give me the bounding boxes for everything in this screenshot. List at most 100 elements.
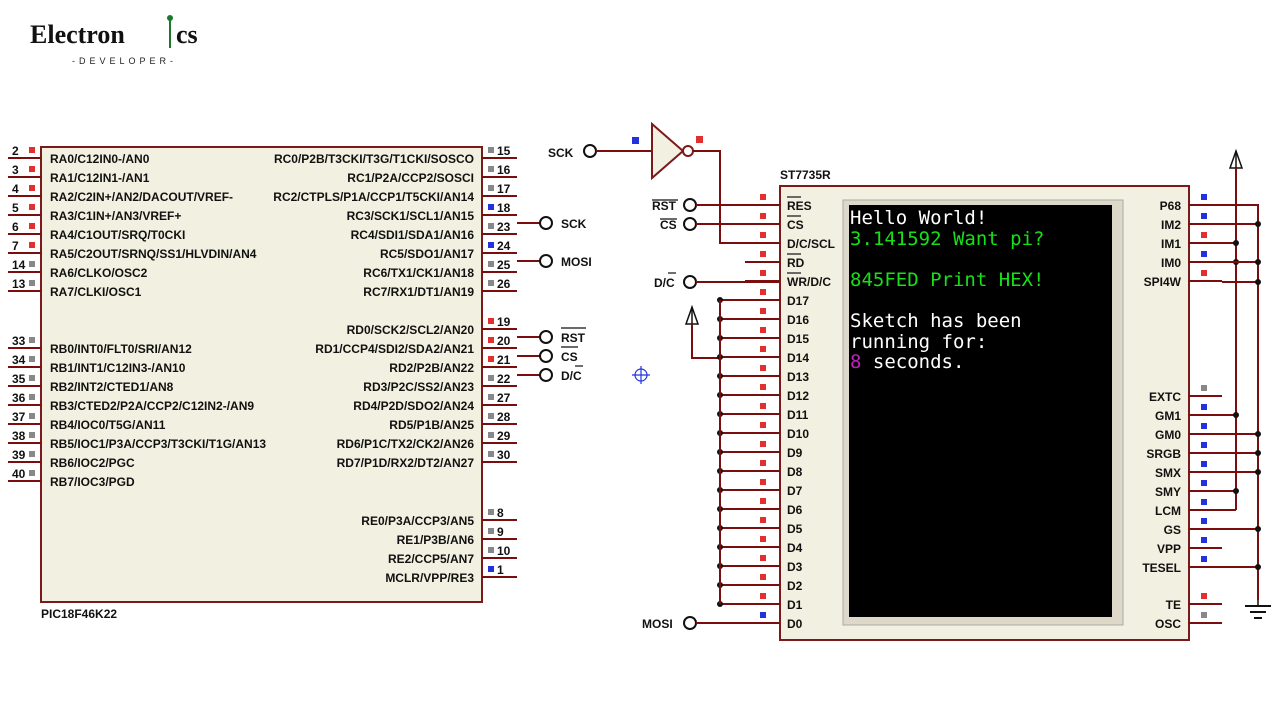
net-dc-mcu[interactable]: D/C xyxy=(517,365,583,383)
lcd-pin-gm0[interactable]: GM0 xyxy=(1155,423,1222,442)
lcd-pin-dcscl[interactable]: D/C/SCL xyxy=(745,232,835,251)
lcd-pin-label: IM1 xyxy=(1161,237,1181,251)
pin-state-indicator xyxy=(760,232,766,238)
lcd-pin-label: WR/D/C xyxy=(787,275,831,289)
junction-dot xyxy=(1255,221,1261,227)
lcd-pin-d16[interactable]: D16 xyxy=(745,308,809,327)
lcd-pin-gs[interactable]: GS xyxy=(1164,518,1222,537)
lcd-pin-d9[interactable]: D9 xyxy=(745,441,803,460)
net-cs-lcd[interactable]: CS xyxy=(660,217,780,232)
lcd-pin-d1[interactable]: D1 xyxy=(745,593,803,612)
lcd-pin-osc[interactable]: OSC xyxy=(1155,612,1222,631)
mcu-pin-label: RB6/IOC2/PGC xyxy=(50,456,135,470)
lcd-pin-rd[interactable]: RD xyxy=(745,251,805,270)
mcu-pin-label: RB3/CTED2/P2A/CCP2/C12IN2-/AN9 xyxy=(50,399,254,413)
net-cs-mcu[interactable]: CS xyxy=(517,346,578,364)
lcd-pin-d12[interactable]: D12 xyxy=(745,384,809,403)
lcd-pin-spi4w[interactable]: SPI4W xyxy=(1144,270,1222,289)
lcd-pin-smx[interactable]: SMX xyxy=(1155,461,1222,480)
net-dc-lcd[interactable]: D/C xyxy=(654,272,780,290)
lcd-pin-d15[interactable]: D15 xyxy=(745,327,809,346)
lcd-pin-d11[interactable]: D11 xyxy=(745,403,809,422)
lcd-pin-p68[interactable]: P68 xyxy=(1160,194,1222,213)
mcu-pin-number: 34 xyxy=(12,353,26,367)
lcd-pin-d0[interactable]: D0 xyxy=(745,612,803,631)
pin-state-indicator xyxy=(1201,461,1207,467)
net-sck-mcu[interactable]: SCK xyxy=(517,216,587,231)
net-mosi-mcu[interactable]: MOSI xyxy=(517,254,592,269)
lcd-pin-im0[interactable]: IM0 xyxy=(1161,251,1222,270)
net-rst-mcu[interactable]: RST xyxy=(517,327,586,345)
lcd-pin-res[interactable]: RES xyxy=(745,194,812,213)
lcd-pin-im1[interactable]: IM1 xyxy=(1161,232,1222,251)
net-sck-lcd[interactable]: SCK xyxy=(548,137,652,160)
lcd-pin-d7[interactable]: D7 xyxy=(745,479,803,498)
lcd-pin-im2[interactable]: IM2 xyxy=(1161,213,1222,232)
lcd-pin-gm1[interactable]: GM1 xyxy=(1155,404,1222,423)
lcd-pin-te[interactable]: TE xyxy=(1166,593,1222,612)
lcd-pin-tesel[interactable]: TESEL xyxy=(1142,556,1222,575)
lcd-pin-lcm[interactable]: LCM xyxy=(1155,499,1222,518)
mcu-pin-number: 23 xyxy=(497,220,511,234)
mcu-pin-number: 21 xyxy=(497,353,511,367)
lcd-pin-d17[interactable]: D17 xyxy=(745,289,809,308)
lcd-pin-d6[interactable]: D6 xyxy=(745,498,803,517)
pin-state-indicator xyxy=(1201,385,1207,391)
lcd-pin-extc[interactable]: EXTC xyxy=(1149,385,1222,404)
lcd-pin-cs[interactable]: CS xyxy=(745,213,804,232)
lcd-pin-d3[interactable]: D3 xyxy=(745,555,803,574)
lcd-pin-srgb[interactable]: SRGB xyxy=(1146,442,1222,461)
mcu-pin-label: RD5/P1B/AN25 xyxy=(389,418,474,432)
lcd-pin-d13[interactable]: D13 xyxy=(745,365,809,384)
lcd-pin-wrdc[interactable]: WR/D/C xyxy=(745,270,831,289)
lcd-pin-vpp[interactable]: VPP xyxy=(1157,537,1222,556)
lcd-pin-d10[interactable]: D10 xyxy=(745,422,809,441)
lcd-pin-smy[interactable]: SMY xyxy=(1155,480,1222,499)
lcd-pin-label: D7 xyxy=(787,484,803,498)
lcd-pin-d4[interactable]: D4 xyxy=(745,536,803,555)
net-rst-label: RST xyxy=(561,331,586,345)
lcd-pin-d8[interactable]: D8 xyxy=(745,460,803,479)
lcd-pin-label: D17 xyxy=(787,294,809,308)
mcu-pin-label: RB4/IOC0/T5G/AN11 xyxy=(50,418,166,432)
lcd-pin-d5[interactable]: D5 xyxy=(745,517,803,536)
lcd-pin-d14[interactable]: D14 xyxy=(745,346,809,365)
lcd-pin-d2[interactable]: D2 xyxy=(745,574,803,593)
